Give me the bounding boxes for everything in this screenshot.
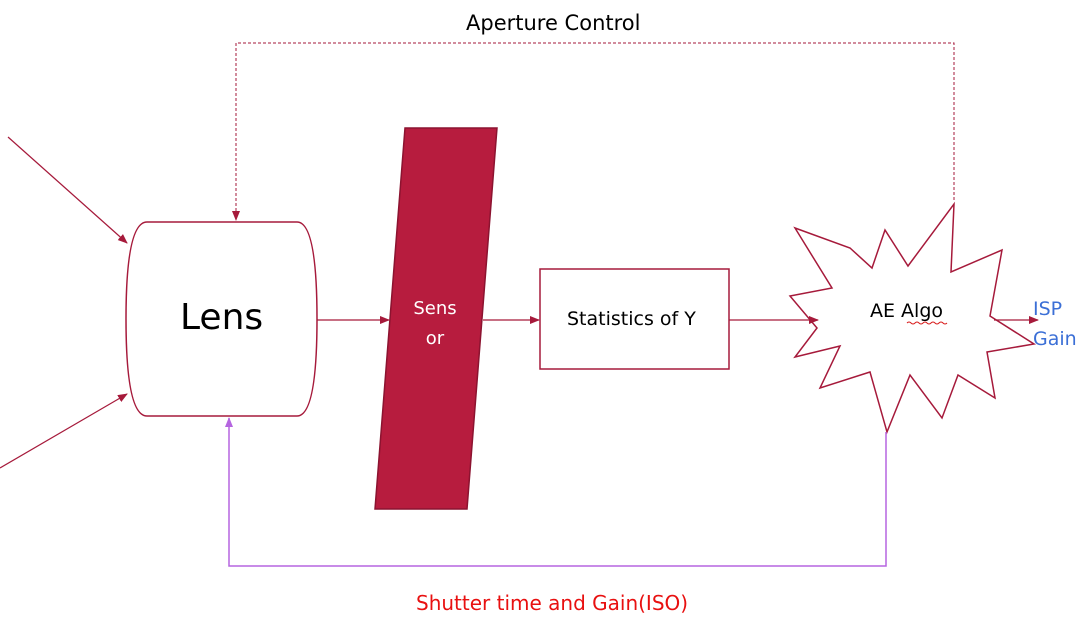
incoming-ray-lower [0,393,128,469]
isp-gain-label-line2: Gain [1033,328,1077,350]
statistics-label: Statistics of Y [567,308,696,330]
sensor-block [374,127,498,510]
ae-algo-label: AE Algo [870,300,944,322]
isp-gain-label-line1: ISP [1033,298,1063,320]
shutter-gain-feedback-path [225,417,887,567]
sensor-label-line2: or [425,328,445,349]
ae-algo-burst [788,201,1037,435]
aperture-control-label: Aperture Control [466,11,641,35]
lens-label: Lens [180,297,264,338]
statistics-box [539,268,730,370]
isp-gain-label: ISP Gain [1033,294,1077,354]
incoming-ray-upper [7,136,128,244]
lens-shape [125,221,318,417]
spellcheck-squiggle [906,321,948,325]
aperture-feedback-path [232,42,955,221]
sensor-label-line1: Sens [413,298,457,319]
shutter-gain-label: Shutter time and Gain(ISO) [416,591,689,615]
sensor-label: Sens or [400,294,470,354]
